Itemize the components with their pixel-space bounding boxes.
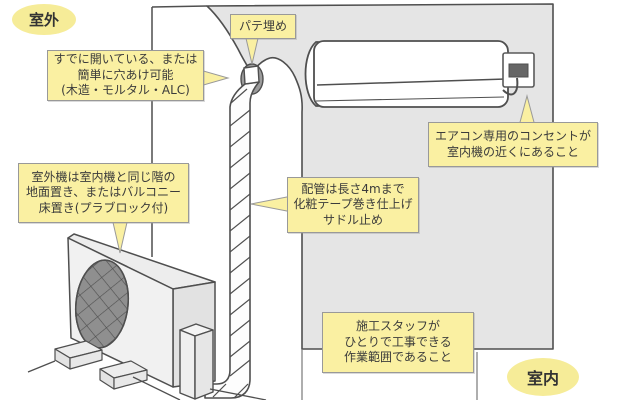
outside-area-label: 室外 xyxy=(12,4,76,35)
ground-lines xyxy=(27,360,267,400)
refrigerant-pipe-icon xyxy=(204,65,260,399)
power-plug-icon xyxy=(508,63,529,78)
callout-wall-hole: すでに開いている、または 簡単に穴あけ可能 (木造・モルタル・ALC) xyxy=(47,50,204,101)
fan-grille-icon xyxy=(74,259,130,349)
callout-work-area: 施工スタッフが ひとりで工事できる 作業範囲であること xyxy=(322,312,474,373)
inside-area-label: 室内 xyxy=(507,358,579,396)
power-outlet-icon xyxy=(502,52,535,96)
plastic-block-icon xyxy=(54,340,148,390)
floor-corner-lines xyxy=(301,349,478,400)
pipe-end-in-hole xyxy=(243,65,260,85)
callout-dedicated-outlet: エアコン専用のコンセントが 室内機の近くにあること xyxy=(428,122,598,167)
callout-tails xyxy=(111,33,536,254)
indoor-unit-icon xyxy=(304,40,509,108)
callout-outdoor-unit-placement: 室外機は室内機と同じ階の 地面置き、またはバルコニー 床置き(プラブロック付) xyxy=(18,163,189,223)
pipe-cover-icon xyxy=(179,323,214,400)
callout-piping: 配管は長さ4mまで 化粧テープ巻き仕上げ サドル止め xyxy=(287,177,419,233)
callout-putty: パテ埋め xyxy=(230,14,296,39)
power-cord xyxy=(502,77,519,96)
